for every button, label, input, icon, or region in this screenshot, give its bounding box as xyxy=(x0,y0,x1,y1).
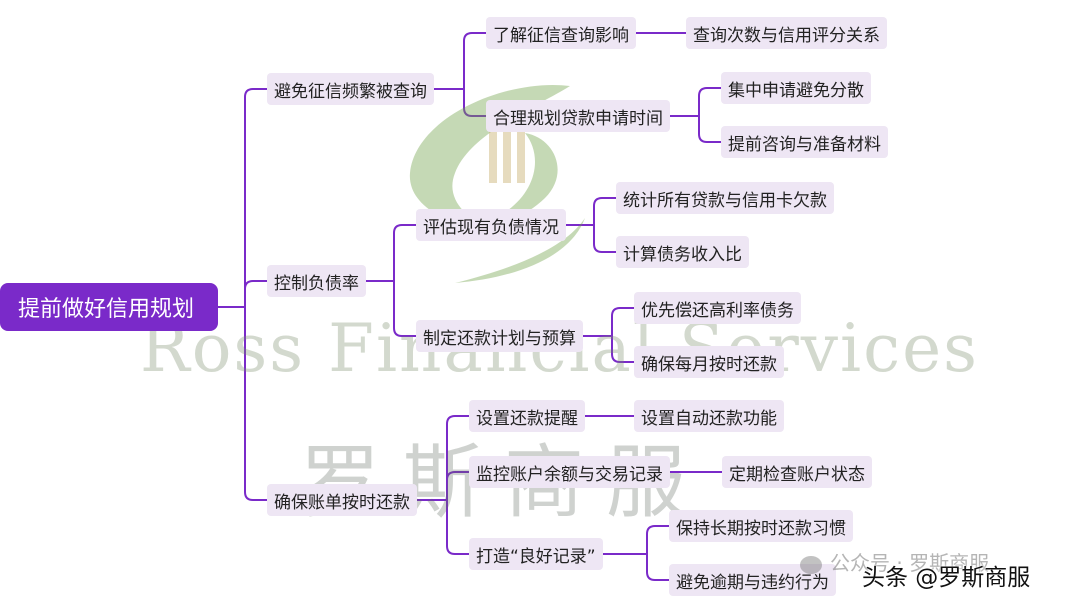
leaf-monthly-on-time[interactable]: 确保每月按时还款 xyxy=(634,346,784,378)
connector-line xyxy=(583,335,634,363)
connector-line xyxy=(218,88,267,308)
topic-assess-debt[interactable]: 评估现有负债情况 xyxy=(416,209,566,241)
connector-line xyxy=(434,88,486,117)
connector-line xyxy=(603,525,669,555)
connector-line xyxy=(366,280,416,337)
connector-line xyxy=(566,224,616,253)
branch-avoid-frequent-queries[interactable]: 避免征信频繁被查询 xyxy=(267,73,434,105)
branch-control-debt-ratio[interactable]: 控制负债率 xyxy=(267,265,366,297)
leaf-debt-income-ratio[interactable]: 计算债务收入比 xyxy=(616,236,749,268)
connector-line xyxy=(366,224,416,282)
connector-line xyxy=(670,115,721,143)
leaf-auto-repay[interactable]: 设置自动还款功能 xyxy=(634,400,784,432)
leaf-query-score-relation[interactable]: 查询次数与信用评分关系 xyxy=(686,17,887,49)
connector-line xyxy=(583,307,634,337)
connector-line xyxy=(603,553,669,581)
toutiao-signature: 头条 @罗斯商服 xyxy=(862,565,1031,591)
branch-pay-bills-on-time[interactable]: 确保账单按时还款 xyxy=(267,484,417,516)
topic-credit-query-impact[interactable]: 了解征信查询影响 xyxy=(486,17,636,49)
leaf-avoid-overdue[interactable]: 避免逾期与违约行为 xyxy=(669,564,836,596)
leaf-check-account-status[interactable]: 定期检查账户状态 xyxy=(722,456,872,488)
wechat-icon xyxy=(800,555,822,574)
topic-payment-reminder[interactable]: 设置还款提醒 xyxy=(469,400,585,432)
leaf-count-all-debts[interactable]: 统计所有贷款与信用卡欠款 xyxy=(616,182,834,214)
connector-line xyxy=(417,471,469,501)
connector-line xyxy=(417,499,469,555)
leaf-prepare-materials[interactable]: 提前咨询与准备材料 xyxy=(721,126,888,158)
leaf-high-interest-first[interactable]: 优先偿还高利率债务 xyxy=(634,292,801,324)
connector-line xyxy=(218,306,267,501)
connector-line xyxy=(417,415,469,501)
topic-repayment-plan[interactable]: 制定还款计划与预算 xyxy=(416,320,583,352)
topic-good-record[interactable]: 打造“良好记录” xyxy=(469,538,603,570)
connector-line xyxy=(218,280,267,308)
connector-line xyxy=(670,87,721,117)
connector-line xyxy=(566,197,616,226)
leaf-concentrated-applications[interactable]: 集中申请避免分散 xyxy=(721,72,871,104)
leaf-long-term-habit[interactable]: 保持长期按时还款习惯 xyxy=(669,510,853,542)
topic-loan-timing[interactable]: 合理规划贷款申请时间 xyxy=(486,100,670,132)
root-node[interactable]: 提前做好信用规划 xyxy=(0,283,218,331)
connector-line xyxy=(434,32,486,90)
topic-monitor-account[interactable]: 监控账户余额与交易记录 xyxy=(469,456,670,488)
wechat-account-text: 公众号 · 罗斯商服 xyxy=(830,551,990,575)
wechat-account-label: 公众号 · 罗斯商服 xyxy=(800,547,989,576)
